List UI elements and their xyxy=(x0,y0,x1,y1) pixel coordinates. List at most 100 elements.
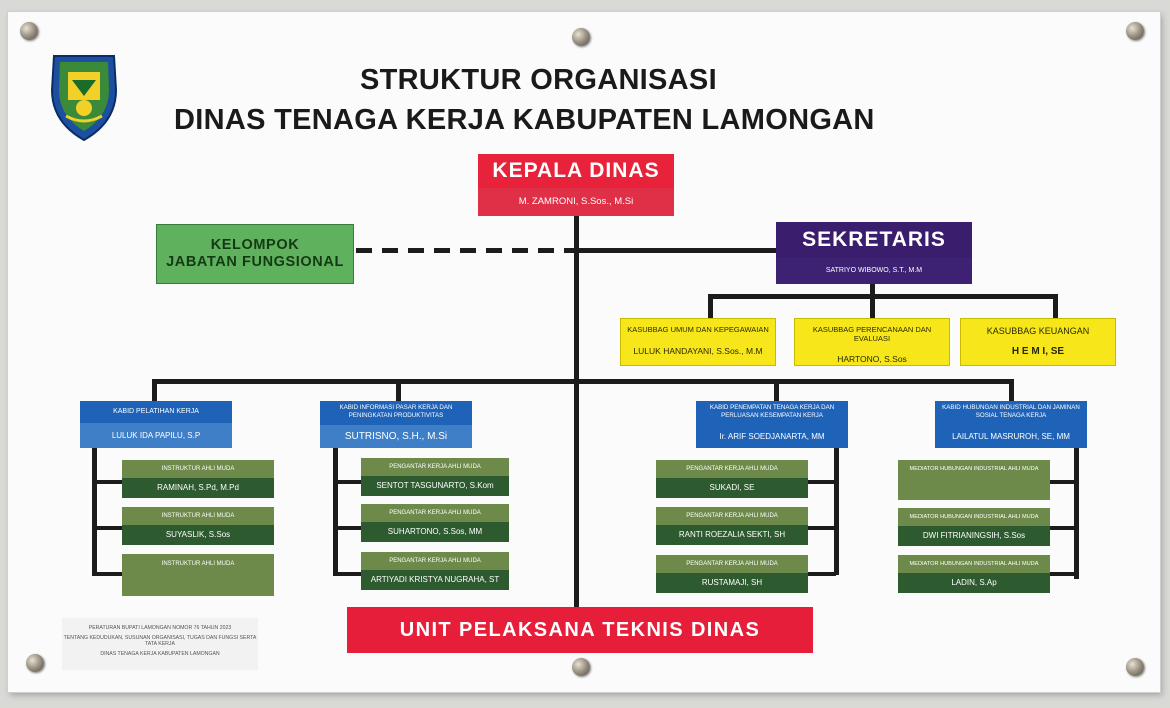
regulation-note: PERATURAN BUPATI LAMONGAN NOMOR 76 TAHUN… xyxy=(62,618,258,670)
staff-title: INSTRUKTUR AHLI MUDA xyxy=(122,507,274,525)
staff-spine-1 xyxy=(92,448,97,575)
staff-tick xyxy=(333,572,363,576)
staff-box: PENGANTAR KERJA AHLI MUDA SUKADI, SE xyxy=(656,460,808,498)
kabid-box: KABID INFORMASI PASAR KERJA DAN PENINGKA… xyxy=(320,401,472,448)
chart-title-line-1: STRUKTUR ORGANISASI xyxy=(360,64,717,96)
kabid-name: LAILATUL MASRUROH, SE, MM xyxy=(935,425,1087,448)
fungsional-line-1: KELOMPOK xyxy=(210,237,300,253)
sekretaris-link-line xyxy=(574,248,776,253)
kepala-dinas-title: KEPALA DINAS xyxy=(478,154,674,188)
kabid-title: KABID PELATIHAN KERJA xyxy=(80,401,232,423)
kabid-name: Ir. ARIF SOEDJANARTA, MM xyxy=(696,425,848,448)
kabid-title: KABID INFORMASI PASAR KERJA DAN PENINGKA… xyxy=(320,401,472,425)
kabid-box: KABID HUBUNGAN INDUSTRIAL DAN JAMINAN SO… xyxy=(935,401,1087,448)
staff-tick xyxy=(1048,526,1078,530)
kabid-drop-4 xyxy=(1009,379,1014,401)
staff-title: PENGANTAR KERJA AHLI MUDA xyxy=(656,555,808,573)
kabid-drop-1 xyxy=(152,379,157,401)
staff-box: PENGANTAR KERJA AHLI MUDA RANTI ROEZALIA… xyxy=(656,507,808,545)
org-chart-board: STRUKTUR ORGANISASI DINAS TENAGA KERJA K… xyxy=(8,12,1160,692)
screw-icon xyxy=(20,22,38,40)
staff-box: INSTRUKTUR AHLI MUDA SUYASLIK, S.Sos xyxy=(122,507,274,545)
staff-name: SUKADI, SE xyxy=(656,478,808,498)
kabid-title: KABID HUBUNGAN INDUSTRIAL DAN JAMINAN SO… xyxy=(935,401,1087,425)
staff-spine-4 xyxy=(1074,448,1079,579)
kabid-title: KABID PENEMPATAN TENAGA KERJA DAN PERLUA… xyxy=(696,401,848,425)
staff-title: INSTRUKTUR AHLI MUDA xyxy=(122,460,274,478)
staff-title: PENGANTAR KERJA AHLI MUDA xyxy=(361,552,509,570)
staff-box: MEDIATOR HUBUNGAN INDUSTRIAL AHLI MUDA xyxy=(898,460,1050,500)
subbag-name: H E M I, SE xyxy=(1011,346,1065,358)
staff-box: INSTRUKTUR AHLI MUDA RAMINAH, S.Pd, M.Pd xyxy=(122,460,274,498)
staff-title: MEDIATOR HUBUNGAN INDUSTRIAL AHLI MUDA xyxy=(898,555,1050,573)
staff-box: PENGANTAR KERJA AHLI MUDA SUHARTONO, S.S… xyxy=(361,504,509,542)
subbag-box: KASUBBAG KEUANGAN H E M I, SE xyxy=(960,318,1116,366)
staff-title: PENGANTAR KERJA AHLI MUDA xyxy=(361,504,509,522)
subbag-drop-3 xyxy=(1053,294,1058,318)
sekretaris-title: SEKRETARIS xyxy=(776,222,972,258)
sekretaris-down-line xyxy=(870,284,875,296)
staff-name: SUHARTONO, S.Sos, MM xyxy=(361,522,509,542)
staff-box: PENGANTAR KERJA AHLI MUDA ARTIYADI KRIST… xyxy=(361,552,509,590)
staff-tick xyxy=(333,480,363,484)
subbag-title: KASUBBAG PERENCANAAN DAN EVALUASI xyxy=(812,325,932,343)
staff-box: MEDIATOR HUBUNGAN INDUSTRIAL AHLI MUDA D… xyxy=(898,508,1050,546)
staff-tick xyxy=(806,480,836,484)
subbag-title: KASUBBAG KEUANGAN xyxy=(986,326,1090,336)
kabid-name: SUTRISNO, S.H., M.Si xyxy=(320,425,472,448)
kabid-bus-line xyxy=(152,379,1014,384)
screw-icon xyxy=(26,654,44,672)
staff-tick xyxy=(806,526,836,530)
subbag-box: KASUBBAG UMUM DAN KEPEGAWAIAN LULUK HAND… xyxy=(620,318,776,366)
fungsional-box: KELOMPOK JABATAN FUNGSIONAL xyxy=(156,224,354,284)
sekretaris-name: SATRIYO WIBOWO, S.T., M.M xyxy=(776,258,972,284)
staff-name: ARTIYADI KRISTYA NUGRAHA, ST xyxy=(361,570,509,590)
subbag-bus-line xyxy=(708,294,1058,299)
subbag-drop-2 xyxy=(870,294,875,318)
staff-name: RUSTAMAJI, SH xyxy=(656,573,808,593)
fungsional-dashed-line xyxy=(356,248,574,253)
kabid-box: KABID PENEMPATAN TENAGA KERJA DAN PERLUA… xyxy=(696,401,848,448)
staff-tick xyxy=(806,572,836,576)
staff-name: LADIN, S.Ap xyxy=(898,573,1050,593)
staff-title: PENGANTAR KERJA AHLI MUDA xyxy=(656,460,808,478)
screw-icon xyxy=(572,28,590,46)
main-vertical-line xyxy=(574,216,579,608)
staff-tick xyxy=(1048,572,1078,576)
staff-tick xyxy=(1048,480,1078,484)
staff-box: MEDIATOR HUBUNGAN INDUSTRIAL AHLI MUDA L… xyxy=(898,555,1050,593)
screw-icon xyxy=(1126,22,1144,40)
fungsional-line-2: JABATAN FUNGSIONAL xyxy=(166,253,344,270)
kepala-dinas-box: KEPALA DINAS M. ZAMRONI, S.Sos., M.Si xyxy=(478,154,674,216)
staff-box: PENGANTAR KERJA AHLI MUDA SENTOT TASGUNA… xyxy=(361,458,509,496)
kabid-drop-3 xyxy=(774,379,779,401)
screw-icon xyxy=(572,658,590,676)
staff-name: SENTOT TASGUNARTO, S.Kom xyxy=(361,476,509,496)
regulation-line-1: PERATURAN BUPATI LAMONGAN NOMOR 76 TAHUN… xyxy=(88,625,232,631)
regulation-line-2: TENTANG KEDUDUKAN, SUSUNAN ORGANISASI, T… xyxy=(63,634,257,647)
staff-box: PENGANTAR KERJA AHLI MUDA RUSTAMAJI, SH xyxy=(656,555,808,593)
staff-title: MEDIATOR HUBUNGAN INDUSTRIAL AHLI MUDA xyxy=(898,460,1050,500)
staff-tick xyxy=(92,572,122,576)
subbag-title: KASUBBAG UMUM DAN KEPEGAWAIAN xyxy=(627,325,769,334)
subbag-name: HARTONO, S.Sos xyxy=(837,354,907,365)
kabid-drop-2 xyxy=(396,379,401,401)
staff-title: MEDIATOR HUBUNGAN INDUSTRIAL AHLI MUDA xyxy=(898,508,1050,526)
staff-title: PENGANTAR KERJA AHLI MUDA xyxy=(656,507,808,525)
staff-spine-3 xyxy=(834,448,839,575)
upt-box: UNIT PELAKSANA TEKNIS DINAS xyxy=(347,607,813,653)
subbag-box: KASUBBAG PERENCANAAN DAN EVALUASI HARTON… xyxy=(794,318,950,366)
subbag-name: LULUK HANDAYANI, S.Sos., M.M xyxy=(633,345,763,356)
kabid-box: KABID PELATIHAN KERJA LULUK IDA PAPILU, … xyxy=(80,401,232,448)
staff-tick xyxy=(333,526,363,530)
staff-name: SUYASLIK, S.Sos xyxy=(122,525,274,545)
staff-name: RANTI ROEZALIA SEKTI, SH xyxy=(656,525,808,545)
chart-title-line-2: DINAS TENAGA KERJA KABUPATEN LAMONGAN xyxy=(174,104,875,136)
kepala-dinas-name: M. ZAMRONI, S.Sos., M.Si xyxy=(478,188,674,216)
screw-icon xyxy=(1126,658,1144,676)
staff-title: PENGANTAR KERJA AHLI MUDA xyxy=(361,458,509,476)
subbag-drop-1 xyxy=(708,294,713,318)
regulation-line-3: DINAS TENAGA KERJA KABUPATEN LAMONGAN xyxy=(100,650,220,657)
staff-name: DWI FITRIANINGSIH, S.Sos xyxy=(898,526,1050,546)
staff-tick xyxy=(92,526,122,530)
